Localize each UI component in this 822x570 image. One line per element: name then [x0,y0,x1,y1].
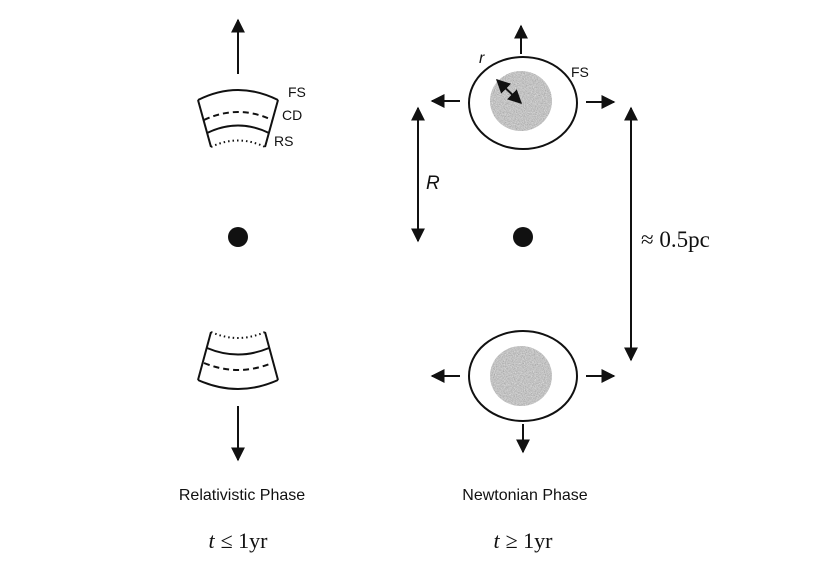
label-R-large: R [426,173,440,194]
reverse-shock-bottom [210,331,266,339]
label-scale: ≈ 0.5pc [641,227,710,252]
newtonian-panel: r FS R ≈ 0.5pc Newtonian Phase t≥ 1yr [411,24,710,553]
shell-segment-top [197,89,279,148]
condition-relativistic: t≤ 1yr [208,528,268,553]
central-source-left [228,227,248,247]
caption-relativistic: Relativistic Phase [179,487,305,504]
radius-r-arrow [495,79,523,104]
caption-newtonian: Newtonian Phase [462,487,588,504]
condition-newtonian: t≥ 1yr [493,528,553,553]
ejecta-blob-bottom [490,346,552,406]
label-cd: CD [282,107,302,123]
contact-discontinuity-bottom [203,362,273,371]
label-fs-right: FS [571,64,589,80]
central-source-right [513,227,533,247]
label-fs-left: FS [288,84,306,100]
label-r-small: r [479,50,485,67]
reverse-shock-top [210,139,266,148]
contact-discontinuity-top [203,111,273,121]
relativistic-panel: FS CD RS Relativistic Phase t≤ 1yr [179,18,306,553]
shell-segment-bottom [197,331,279,390]
label-rs: RS [274,133,293,149]
